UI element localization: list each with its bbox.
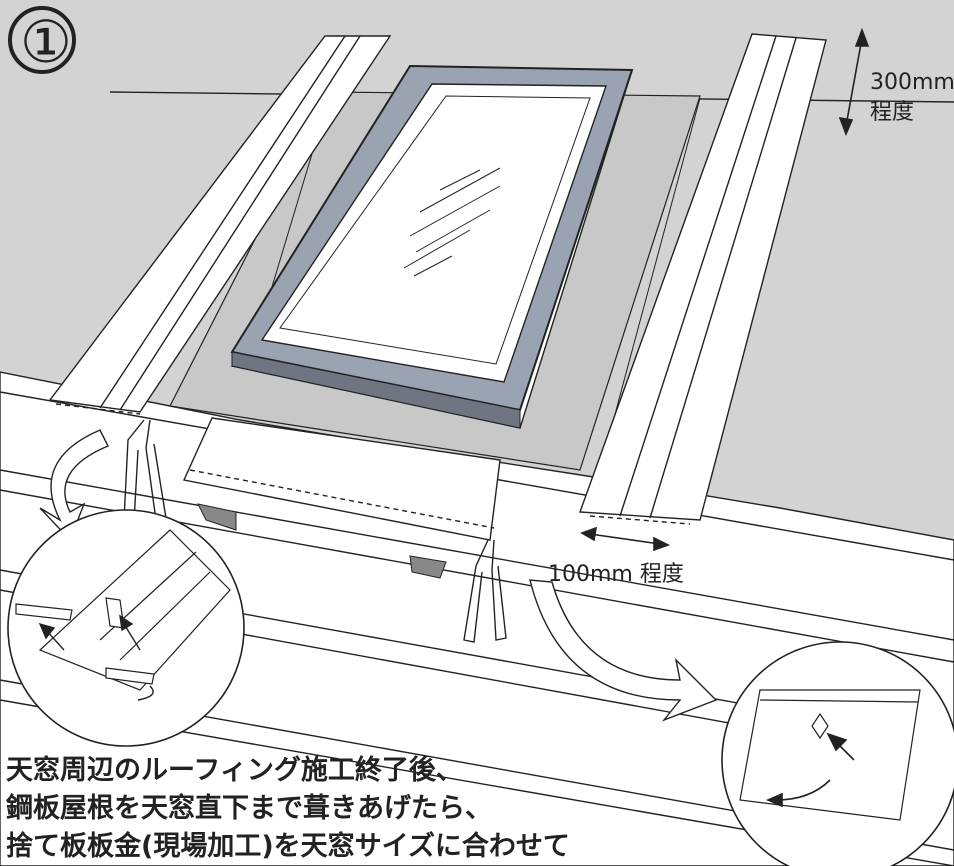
apron-tab-left xyxy=(197,503,237,531)
instruction-caption: 天窓周辺のルーフィング施工終了後、 鋼板屋根を天窓直下まで葺きあげたら、 捨て板… xyxy=(6,752,726,866)
left-side-flashing xyxy=(48,35,392,415)
apron-flashing xyxy=(182,417,501,541)
dimension-label-300-suffix: 程度 xyxy=(870,100,915,125)
dimension-label-300: 300mm 程度 xyxy=(870,68,954,128)
tin-snips-right xyxy=(463,539,507,643)
right-side-flashing xyxy=(579,33,827,525)
step-number-ring xyxy=(8,6,76,74)
dimension-arrow-100 xyxy=(580,526,671,552)
caption-line-2: 鋼板屋根を天窓直下まで葺きあげたら、 xyxy=(6,793,492,824)
dimension-arrow-300 xyxy=(838,27,870,137)
step-number: ① xyxy=(20,8,72,76)
detail-circle-right xyxy=(721,641,954,866)
caption-line-1: 天窓周辺のルーフィング施工終了後、 xyxy=(6,755,463,786)
dimension-label-100: 100mm 程度 xyxy=(548,562,684,587)
dimension-label-300-value: 300mm xyxy=(870,70,954,95)
detail-circle-left xyxy=(7,509,245,747)
curved-arrow-left xyxy=(39,429,109,542)
caption-line-3: 捨て板板金(現場加工)を天窓サイズに合わせて xyxy=(6,831,570,862)
curved-arrow-right xyxy=(529,579,718,722)
skylight xyxy=(230,64,634,429)
apron-tab-right xyxy=(409,555,447,579)
